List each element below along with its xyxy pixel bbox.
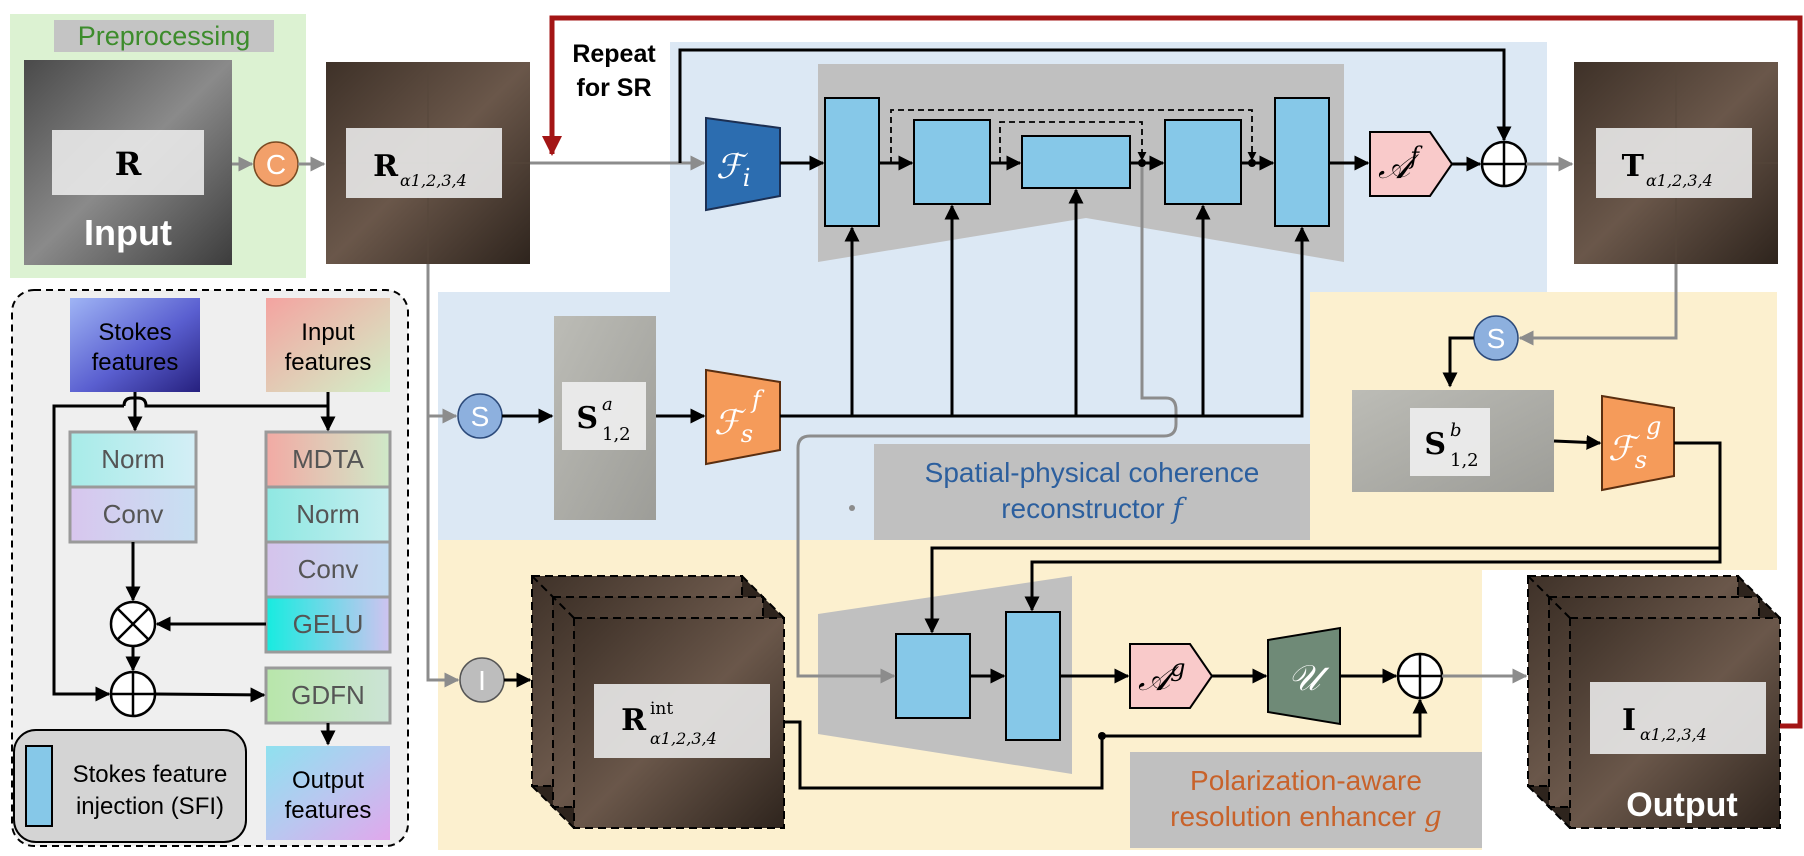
- sfi-block-5[interactable]: [1274, 97, 1330, 227]
- fsg-block: [1601, 394, 1675, 492]
- input-features-box: [266, 298, 390, 392]
- sfi-key-swatch: [25, 745, 53, 827]
- sfi-key-line1: Stokes feature: [73, 761, 228, 788]
- conv-right: Conv: [298, 554, 359, 584]
- svg-text:resolution enhancer g: resolution enhancer g: [1170, 800, 1442, 833]
- add-circle-f: [1480, 140, 1528, 188]
- fi-sub: i: [743, 164, 751, 192]
- output-t-base: T: [1622, 149, 1645, 184]
- stokes-features-box: [70, 298, 200, 392]
- add-circle-g: [1396, 652, 1444, 700]
- ag-sup: g: [1170, 654, 1185, 682]
- svg-text:R: R: [621, 703, 647, 738]
- stacked-input: R α1,2,3,4: [326, 62, 530, 264]
- add-circle-legend: [109, 670, 157, 718]
- stage-two: S S b 1,2 ℱs g I R int α1,2,3,4: [459, 315, 1781, 848]
- stokes-b-sub: 1,2: [1450, 450, 1479, 471]
- sfi-key: [13, 729, 247, 843]
- rint-sub: α1,2,3,4: [650, 729, 717, 748]
- norm-right: Norm: [296, 499, 360, 529]
- multiply-circle: [109, 600, 157, 648]
- output-t-sub: α1,2,3,4: [1646, 171, 1713, 190]
- upsampler-block: [1267, 626, 1341, 726]
- output-features-line1: Output: [292, 767, 364, 794]
- stokes-a-base: S: [576, 401, 598, 436]
- input-label: Input: [84, 212, 172, 253]
- repeat-label-1: Repeat: [572, 40, 656, 68]
- preprocessing-title: Preprocessing: [78, 21, 251, 51]
- caption-f-line2: reconstructor: [1001, 493, 1172, 524]
- output-stack: I α1,2,3,4 Output: [1527, 575, 1781, 829]
- preprocessing-section: Preprocessing R Input C: [24, 20, 299, 265]
- interp-op-label: I: [478, 665, 486, 696]
- output-features-box: [266, 746, 390, 840]
- svg-text:T: T: [1622, 149, 1645, 184]
- mdta: MDTA: [292, 444, 364, 474]
- svg-text:S: S: [1424, 427, 1446, 462]
- rint-base: R: [621, 703, 647, 738]
- conv-left-box: [68, 485, 198, 544]
- input-features-line1: Input: [301, 319, 355, 346]
- sfi-legend: Stokes features Input features Norm Conv…: [13, 298, 392, 843]
- sfi-block-g-2[interactable]: [1005, 611, 1061, 741]
- fsf-sub: s: [741, 420, 753, 448]
- output-label: Output: [1626, 786, 1737, 824]
- sfi-block-1[interactable]: [824, 97, 880, 227]
- ag-block: [1129, 643, 1214, 709]
- af-block: [1369, 131, 1454, 197]
- fsg-sub: s: [1635, 446, 1647, 474]
- output-i-sub: α1,2,3,4: [1640, 725, 1707, 744]
- concat-symbol: C: [266, 149, 286, 180]
- repeat-label-2: for SR: [577, 74, 652, 102]
- sfi-block-g-1[interactable]: [895, 633, 971, 719]
- norm-right-box: [264, 485, 392, 544]
- fsf-block: [705, 368, 781, 466]
- fsg-sup: g: [1646, 412, 1661, 440]
- caption-g-line2: resolution enhancer: [1170, 801, 1424, 832]
- gdfn: GDFN: [291, 680, 365, 710]
- input-features-line2: features: [285, 349, 372, 376]
- mdta-box: [264, 430, 392, 489]
- stacked-input-sub: α1,2,3,4: [400, 171, 467, 190]
- sfi-block-3[interactable]: [1021, 135, 1131, 189]
- conv-left: Conv: [103, 499, 164, 529]
- input-symbol: R: [115, 145, 142, 183]
- stokes-features-line1: Stokes: [98, 319, 171, 346]
- stokes-op-a-label: S: [471, 401, 490, 432]
- gelu-box: [264, 595, 392, 654]
- caption-f-line1: Spatial-physical coherence: [925, 457, 1260, 488]
- gdfn-box: [264, 666, 392, 725]
- gelu: GELU: [293, 609, 364, 639]
- connections: [232, 15, 1803, 790]
- rint-sup: int: [650, 699, 673, 719]
- stokes-features-line2: features: [92, 349, 179, 376]
- caption-g-symbol: g: [1424, 800, 1442, 833]
- stokes-b-sup: b: [1450, 420, 1462, 441]
- rint-stack: R int α1,2,3,4: [531, 575, 785, 829]
- output-features-line2: features: [285, 797, 372, 824]
- stacked-input-base: R: [373, 149, 399, 184]
- sfi-block-4[interactable]: [1164, 119, 1242, 205]
- sfi-block-2[interactable]: [913, 119, 991, 205]
- caption-g-line1: Polarization-aware: [1190, 765, 1422, 796]
- svg-text:reconstructor f: reconstructor f: [1001, 492, 1187, 525]
- svg-text:I: I: [1622, 703, 1636, 738]
- output-i-base: I: [1622, 703, 1636, 738]
- svg-text:S: S: [576, 401, 598, 436]
- norm-left: Norm: [101, 444, 165, 474]
- stokes-a-sub: 1,2: [602, 424, 631, 445]
- stokes-a-sup: a: [602, 394, 613, 415]
- stokes-op-b-label: S: [1487, 323, 1506, 354]
- sfi-key-line2: injection (SFI): [76, 793, 224, 820]
- stokes-b-base: S: [1424, 427, 1446, 462]
- svg-text:R: R: [373, 149, 399, 184]
- fi-block: [705, 116, 781, 212]
